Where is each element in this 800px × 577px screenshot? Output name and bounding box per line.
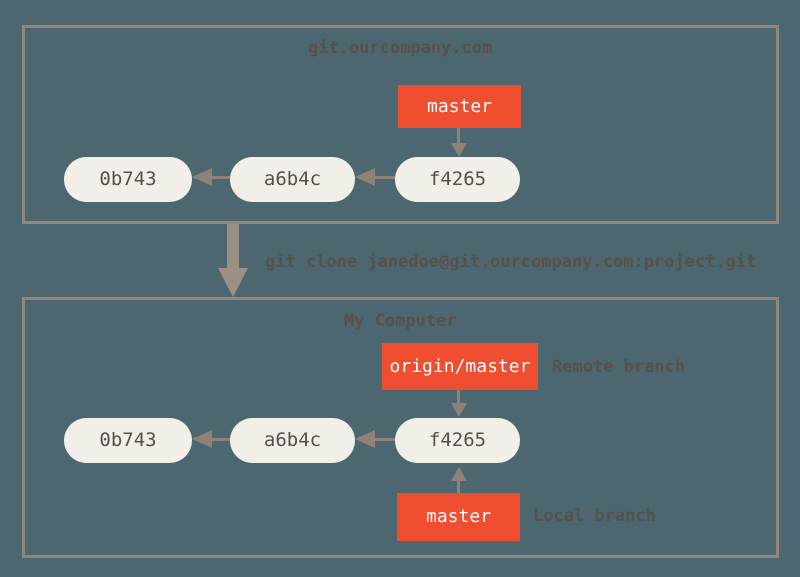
local-commit-a6b4c: a6b4c [230, 418, 355, 463]
computer-box-title: My Computer [344, 311, 457, 331]
server-box-title: git.ourcompany.com [308, 38, 493, 58]
server-master-branch-label: master [398, 85, 521, 128]
server-box [22, 25, 779, 224]
local-commit-0b743: 0b743 [64, 418, 192, 463]
server-parent-arrow-line [212, 176, 230, 179]
origin-master-pointer-line [457, 390, 460, 404]
computer-box [22, 297, 779, 558]
server-master-pointer-arrowhead [451, 143, 467, 157]
server-commit-a6b4c: a6b4c [230, 157, 355, 202]
local-parent-arrowhead [355, 430, 375, 448]
server-parent-arrow-line [375, 176, 395, 179]
origin-master-branch-label: origin/master [382, 343, 538, 390]
local-parent-arrow-line [375, 438, 395, 441]
clone-arrow-head [218, 268, 248, 297]
local-master-pointer-line [457, 481, 460, 493]
server-parent-arrowhead [355, 168, 375, 186]
server-master-pointer-line [457, 128, 460, 144]
origin-master-pointer-arrowhead [451, 403, 467, 417]
local-parent-arrow-line [212, 438, 230, 441]
clone-arrow-shaft [227, 224, 239, 269]
remote-branch-annotation: Remote branch [552, 357, 686, 377]
local-master-branch-label: master [397, 493, 520, 541]
server-commit-f4265: f4265 [395, 157, 520, 202]
local-master-pointer-arrowhead [451, 467, 467, 481]
server-commit-0b743: 0b743 [64, 157, 192, 202]
clone-command-text: git clone janedoe@git.ourcompany.com:pro… [265, 252, 757, 272]
local-commit-f4265: f4265 [395, 418, 520, 463]
local-parent-arrowhead [192, 430, 212, 448]
server-parent-arrowhead [192, 168, 212, 186]
local-branch-annotation: Local branch [533, 506, 656, 526]
